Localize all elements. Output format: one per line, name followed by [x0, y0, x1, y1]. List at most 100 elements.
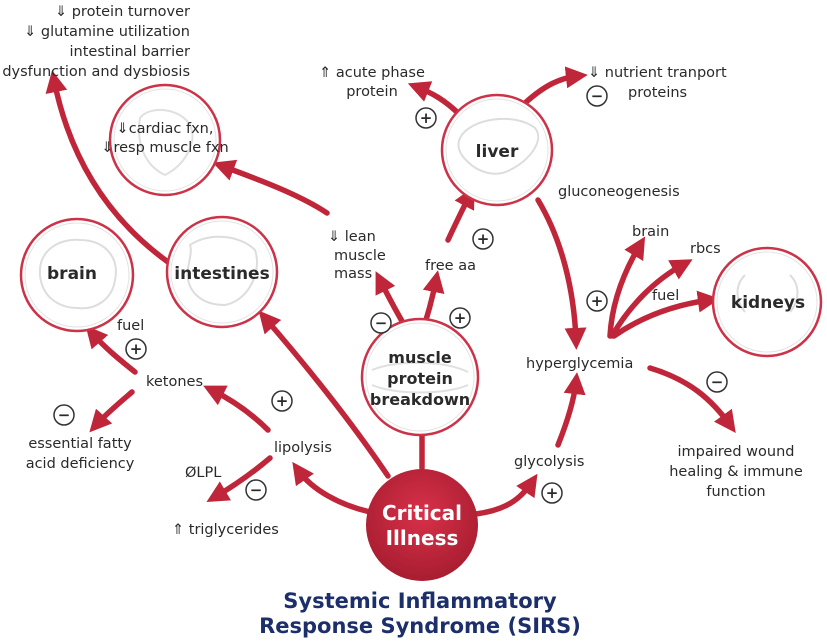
- sign-acute-plus: +: [415, 107, 437, 129]
- label-free-aa: free aa: [425, 258, 476, 274]
- liver-icon: [457, 117, 540, 175]
- intestines-node: intestines: [165, 215, 279, 329]
- arrow-ketones-to-efa: [89, 389, 135, 433]
- label-lean-2: muscle: [334, 248, 386, 264]
- label-glutamine: ⇓ glutamine utilization: [24, 24, 190, 40]
- label-fuel-brain: fuel: [117, 318, 144, 334]
- svg-text:−: −: [711, 373, 724, 391]
- kidneys-label: kidneys: [731, 293, 805, 313]
- label-gluconeogenesis: gluconeogenesis: [558, 184, 680, 200]
- labels: ⇓ protein turnover ⇓ glutamine utilizati…: [2, 4, 803, 538]
- label-glycolysis: glycolysis: [514, 454, 584, 470]
- muscle-label-3: breakdown: [370, 390, 470, 409]
- svg-text:+: +: [546, 484, 559, 502]
- heart-node: ⇓cardiac fxn, ⇓resp muscle fxn: [101, 83, 229, 197]
- label-efa-1: essential fatty: [28, 436, 132, 452]
- svg-text:+: +: [276, 392, 289, 410]
- heart-label-2: ⇓resp muscle fxn: [101, 140, 228, 156]
- label-wound-1: impaired wound: [678, 444, 795, 460]
- label-wound-2: healing & immune: [669, 464, 803, 480]
- sign-hyper-plus: +: [586, 290, 608, 312]
- svg-text:+: +: [591, 292, 604, 310]
- arrow-liver-to-hyperglycemia: [535, 197, 587, 350]
- svg-text:−: −: [591, 87, 604, 105]
- label-lean-3: mass: [334, 266, 372, 282]
- sign-glycolysis-plus: +: [541, 482, 563, 504]
- label-barrier-2: dysfunction and dysbiosis: [2, 64, 190, 80]
- svg-text:+: +: [477, 230, 490, 248]
- sign-muscle-plus: +: [449, 307, 471, 329]
- arrow-hyper-to-brain: [607, 236, 646, 339]
- label-acute-1: ⇑ acute phase: [319, 65, 425, 81]
- diagram-title: Systemic Inflammatory Response Syndrome …: [259, 589, 581, 638]
- label-barrier-1: intestinal barrier: [70, 44, 191, 60]
- svg-text:+: +: [420, 109, 433, 127]
- critical-label-2: Illness: [386, 526, 459, 550]
- arrow-lipolysis-to-ketones: [203, 385, 271, 433]
- muscle-label-1: muscle: [388, 348, 452, 367]
- sign-efa-minus: −: [53, 404, 75, 426]
- heart-icon: [138, 108, 194, 177]
- label-lpl: ØLPL: [185, 465, 221, 481]
- sign-wound-minus: −: [706, 371, 728, 393]
- arrows: [45, 66, 736, 517]
- arrow-glycolysis-to-hyperglycemia: [555, 372, 586, 448]
- label-lean-1: ⇓ lean: [328, 229, 376, 245]
- brain-label: brain: [47, 264, 97, 284]
- label-protein-turnover: ⇓ protein turnover: [55, 4, 190, 20]
- sign-nutrient-minus: −: [586, 85, 608, 107]
- heart-label-1: ⇓cardiac fxn,: [117, 121, 214, 137]
- label-wound-3: function: [706, 484, 765, 500]
- label-acute-2: protein: [346, 84, 398, 100]
- label-lipolysis: lipolysis: [274, 440, 332, 456]
- liver-label: liver: [476, 142, 519, 162]
- arrow-critical-to-lipolysis: [292, 461, 373, 515]
- svg-text:+: +: [130, 340, 143, 358]
- critical-illness-node: Critical Illness: [366, 469, 478, 581]
- svg-text:−: −: [250, 481, 263, 499]
- label-triglycerides: ⇑ triglycerides: [172, 522, 279, 538]
- intestines-icon: [186, 235, 258, 307]
- arrow-critical-to-intestines: [258, 310, 391, 479]
- critical-label-1: Critical: [382, 501, 462, 525]
- label-brain-small: brain: [632, 224, 669, 240]
- label-fuel-kidney: fuel: [652, 288, 679, 304]
- label-rbcs: rbcs: [690, 241, 721, 257]
- label-hyperglycemia: hyperglycemia: [526, 356, 633, 372]
- label-ketones: ketones: [146, 374, 203, 390]
- label-nutrient-2: proteins: [628, 85, 687, 101]
- sign-freeaa-plus: +: [472, 228, 494, 250]
- label-nutrient-1: ⇓ nutrient tranport: [588, 65, 727, 81]
- muscle-node: muscle protein breakdown: [360, 317, 480, 437]
- sign-badges: + − + − + + + −: [53, 85, 728, 504]
- muscle-label-2: protein: [387, 369, 453, 388]
- brain-node: brain: [19, 217, 135, 333]
- kidneys-node: kidneys: [711, 246, 823, 358]
- sign-fuel-brain-plus: +: [125, 338, 147, 360]
- arrow-hyper-to-wound: [647, 365, 736, 434]
- sign-lean-minus: −: [370, 312, 392, 334]
- sign-triglycerides-minus: −: [245, 479, 267, 501]
- arrow-hyper-to-kidneys: [611, 290, 720, 339]
- arrow-liver-to-nutrient: [522, 66, 588, 106]
- liver-node: liver: [440, 93, 554, 207]
- arrow-intestines-to-protein-turnover: [45, 70, 171, 265]
- arrow-ketones-to-brain: [85, 325, 138, 375]
- arrow-critical-to-glycolysis: [473, 473, 538, 517]
- title-line-2: Response Syndrome (SIRS): [259, 614, 581, 638]
- muscle-icon: [371, 361, 469, 394]
- svg-text:−: −: [58, 406, 71, 424]
- arrow-lean-to-heart: [212, 159, 330, 216]
- title-line-1: Systemic Inflammatory: [283, 589, 557, 613]
- intestines-label: intestines: [174, 264, 269, 284]
- sign-lipolysis-plus: +: [271, 390, 293, 412]
- arrow-freeaa-to-liver: [445, 186, 475, 243]
- arrow-hyper-to-rbcs: [609, 259, 693, 339]
- brain-icon: [38, 238, 117, 310]
- label-efa-2: acid deficiency: [26, 456, 135, 472]
- kidneys-icon: [736, 274, 799, 313]
- arrow-lipolysis-to-triglycerides: [206, 455, 273, 503]
- svg-text:−: −: [375, 314, 388, 332]
- svg-text:+: +: [454, 309, 467, 327]
